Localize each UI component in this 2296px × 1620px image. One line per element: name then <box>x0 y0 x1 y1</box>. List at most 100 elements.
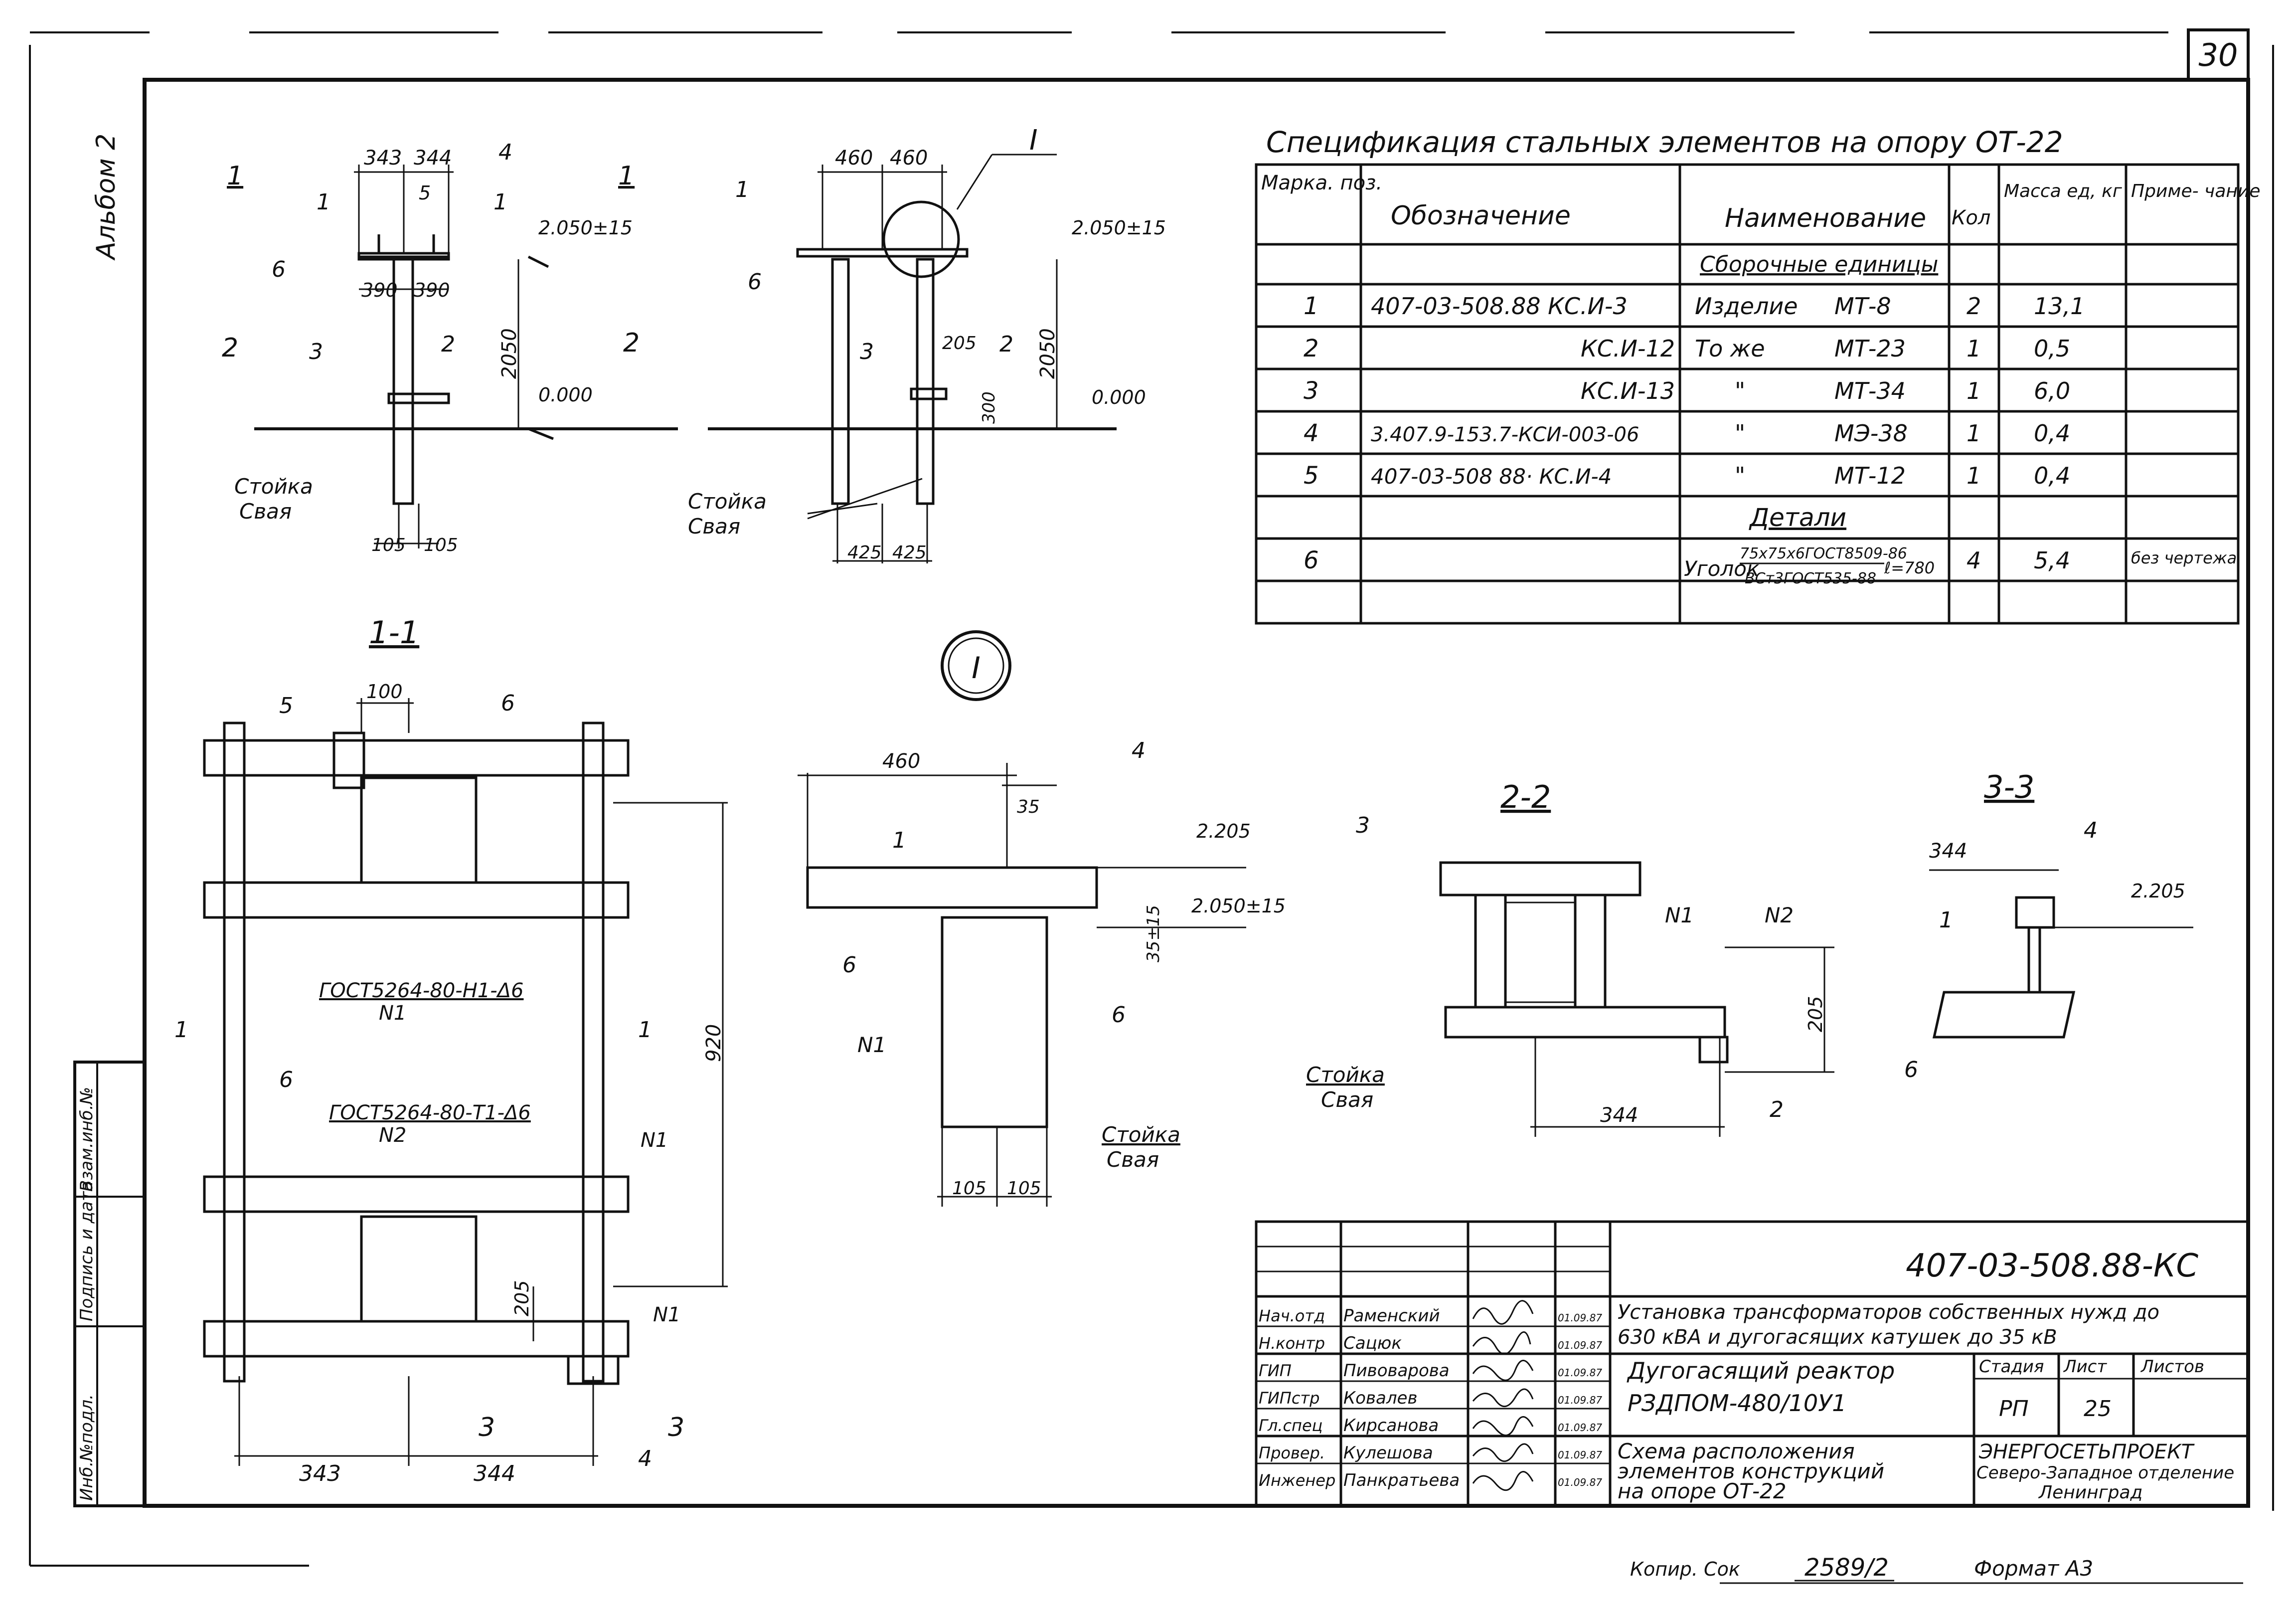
svg-text:01.09.87: 01.09.87 <box>1558 1476 1602 1488</box>
svg-text:2: 2 <box>623 328 640 358</box>
svg-text:5: 5 <box>1304 462 1319 490</box>
svg-text:1: 1 <box>638 1017 652 1043</box>
svg-text:3: 3 <box>860 339 874 364</box>
svg-text:390: 390 <box>414 279 450 301</box>
svg-text:1: 1 <box>1967 420 1981 447</box>
svg-text:425: 425 <box>847 542 882 563</box>
svg-text:Гл.спец: Гл.спец <box>1259 1416 1322 1435</box>
svg-text:0,4: 0,4 <box>2034 420 2070 447</box>
svg-text:105: 105 <box>1007 1178 1041 1199</box>
svg-text:6: 6 <box>842 952 856 978</box>
svg-text:Ленинград: Ленинград <box>2038 1482 2142 1503</box>
svg-text:": " <box>1735 462 1745 489</box>
svg-text:4: 4 <box>498 140 512 165</box>
svg-text:2: 2 <box>222 333 238 363</box>
svg-text:6: 6 <box>1304 546 1319 574</box>
svg-text:3: 3 <box>1356 813 1370 838</box>
svg-text:35: 35 <box>1017 797 1040 817</box>
svg-text:3: 3 <box>309 339 323 364</box>
spec-row: 1 407-03-508.88 КС.И-3 Изделие МТ-8 2 13… <box>1304 292 2085 320</box>
section-3-3: 3-3 344 4 2.205 1 6 <box>1904 769 2193 1082</box>
svg-text:6: 6 <box>501 691 515 716</box>
svg-text:Свая: Свая <box>239 499 292 524</box>
svg-text:6,0: 6,0 <box>2034 377 2070 404</box>
svg-text:1: 1 <box>227 161 243 191</box>
svg-text:25: 25 <box>2084 1396 2112 1422</box>
signature-row: Н.контр Сацюк 01.09.87 <box>1259 1333 1602 1353</box>
svg-text:2: 2 <box>999 332 1013 357</box>
svg-text:N2: N2 <box>379 1124 406 1147</box>
svg-text:N1: N1 <box>653 1303 680 1326</box>
spec-row: 3 КС.И-13 " МТ-34 1 6,0 <box>1304 377 2070 405</box>
hdr-mark: Марка. поз. <box>1261 172 1382 194</box>
svg-text:01.09.87: 01.09.87 <box>1558 1367 1602 1379</box>
svg-text:Формат А3: Формат А3 <box>1974 1556 2093 1581</box>
svg-text:То же: То же <box>1695 335 1765 362</box>
hdr-name: Наименование <box>1725 203 1926 233</box>
svg-text:Лист: Лист <box>2063 1357 2107 1377</box>
elevation-view-middle: I 460 460 2.050±15 0.000 2050 300 205 1 … <box>688 124 1166 563</box>
svg-text:Пивоварова: Пивоварова <box>1343 1361 1450 1381</box>
svg-text:ГИП: ГИП <box>1259 1361 1292 1380</box>
svg-text:Стойка: Стойка <box>1306 1063 1385 1087</box>
svg-text:2: 2 <box>441 332 455 357</box>
side-stamp: Инб.№подл. Подпись и дата Взам.инб.№ <box>73 1061 146 1507</box>
svg-text:75x75x6ГОСТ8509-86: 75x75x6ГОСТ8509-86 <box>1740 545 1907 562</box>
svg-text:Стадия: Стадия <box>1979 1357 2044 1377</box>
svg-text:5: 5 <box>279 693 293 719</box>
hdr-qty: Кол <box>1952 206 1990 229</box>
svg-text:343: 343 <box>299 1461 341 1486</box>
svg-text:N1: N1 <box>641 1129 668 1152</box>
svg-text:4: 4 <box>638 1446 652 1471</box>
svg-text:1: 1 <box>317 189 330 215</box>
svg-text:Листов: Листов <box>2140 1357 2204 1377</box>
svg-text:ГИПстр: ГИПстр <box>1259 1389 1319 1408</box>
svg-text:ВСт3ГОСТ535-88: ВСт3ГОСТ535-88 <box>1745 570 1876 587</box>
svg-text:1: 1 <box>618 161 635 191</box>
svg-text:01.09.87: 01.09.87 <box>1558 1422 1602 1434</box>
section-1-1: 1-1 5 6 100 1 1 6 <box>174 614 728 1486</box>
svg-text:Схема расположения: Схема расположения <box>1618 1439 1855 1463</box>
svg-text:2.205: 2.205 <box>1196 820 1251 842</box>
svg-text:2.050±15: 2.050±15 <box>1191 895 1286 917</box>
svg-text:Стойка: Стойка <box>688 489 767 514</box>
title-block: 407-03-508.88-КС Нач.отд Раменский 01.09… <box>1255 1220 2250 1507</box>
svg-text:407-03-508 88· КС.И-4: 407-03-508 88· КС.И-4 <box>1371 464 1612 489</box>
svg-text:3: 3 <box>668 1413 684 1442</box>
svg-text:1: 1 <box>1304 292 1319 320</box>
doc-code: 407-03-508.88-КС <box>1906 1248 2198 1284</box>
svg-text:3: 3 <box>1304 377 1319 405</box>
sheet-frame <box>29 45 2274 1567</box>
svg-text:Свая: Свая <box>1107 1147 1159 1172</box>
signature-row: ГИП Пивоварова 01.09.87 <box>1259 1361 1602 1381</box>
svg-text:N1: N1 <box>857 1033 886 1057</box>
svg-text:1: 1 <box>1967 462 1981 489</box>
spec-row: 2 КС.И-12 То же МТ-23 1 0,5 <box>1304 335 2070 362</box>
svg-text:01.09.87: 01.09.87 <box>1558 1339 1602 1351</box>
svg-text:КС.И-12: КС.И-12 <box>1581 335 1675 362</box>
svg-text:1: 1 <box>892 828 906 853</box>
svg-text:на опоре ОТ-22: на опоре ОТ-22 <box>1618 1479 1787 1503</box>
svg-text:2.205: 2.205 <box>2131 880 2185 902</box>
svg-text:4: 4 <box>1132 738 1146 763</box>
svg-text:РЗДПОМ-480/10У1: РЗДПОМ-480/10У1 <box>1628 1390 1846 1417</box>
svg-text:01.09.87: 01.09.87 <box>1558 1394 1602 1406</box>
svg-text:2050: 2050 <box>1036 328 1059 379</box>
svg-text:460: 460 <box>882 750 920 773</box>
spec-row: 4 3.407.9-153.7-КСИ-003-06 " МЭ-38 1 0,4 <box>1304 419 2070 447</box>
svg-text:5: 5 <box>419 182 431 204</box>
svg-text:Панкратьева: Панкратьева <box>1343 1470 1460 1490</box>
svg-text:100: 100 <box>366 681 403 703</box>
svg-text:Установка трансформаторов собс: Установка трансформаторов собственных ну… <box>1618 1301 2159 1324</box>
section-2-2: 2-2 3 N1 N2 205 2 Стойка Свая 344 <box>1306 779 1834 1137</box>
svg-text:КС.И-13: КС.И-13 <box>1581 377 1675 404</box>
svg-text:6: 6 <box>1112 1002 1126 1028</box>
svg-text:6: 6 <box>279 1067 293 1092</box>
section-parts: Детали <box>1749 503 1846 532</box>
svg-text:": " <box>1735 377 1745 404</box>
svg-text:105: 105 <box>371 535 406 555</box>
svg-text:0.000: 0.000 <box>538 384 593 406</box>
album-label: Альбом 2 <box>91 134 121 261</box>
svg-text:2589/2: 2589/2 <box>1804 1554 1889 1582</box>
